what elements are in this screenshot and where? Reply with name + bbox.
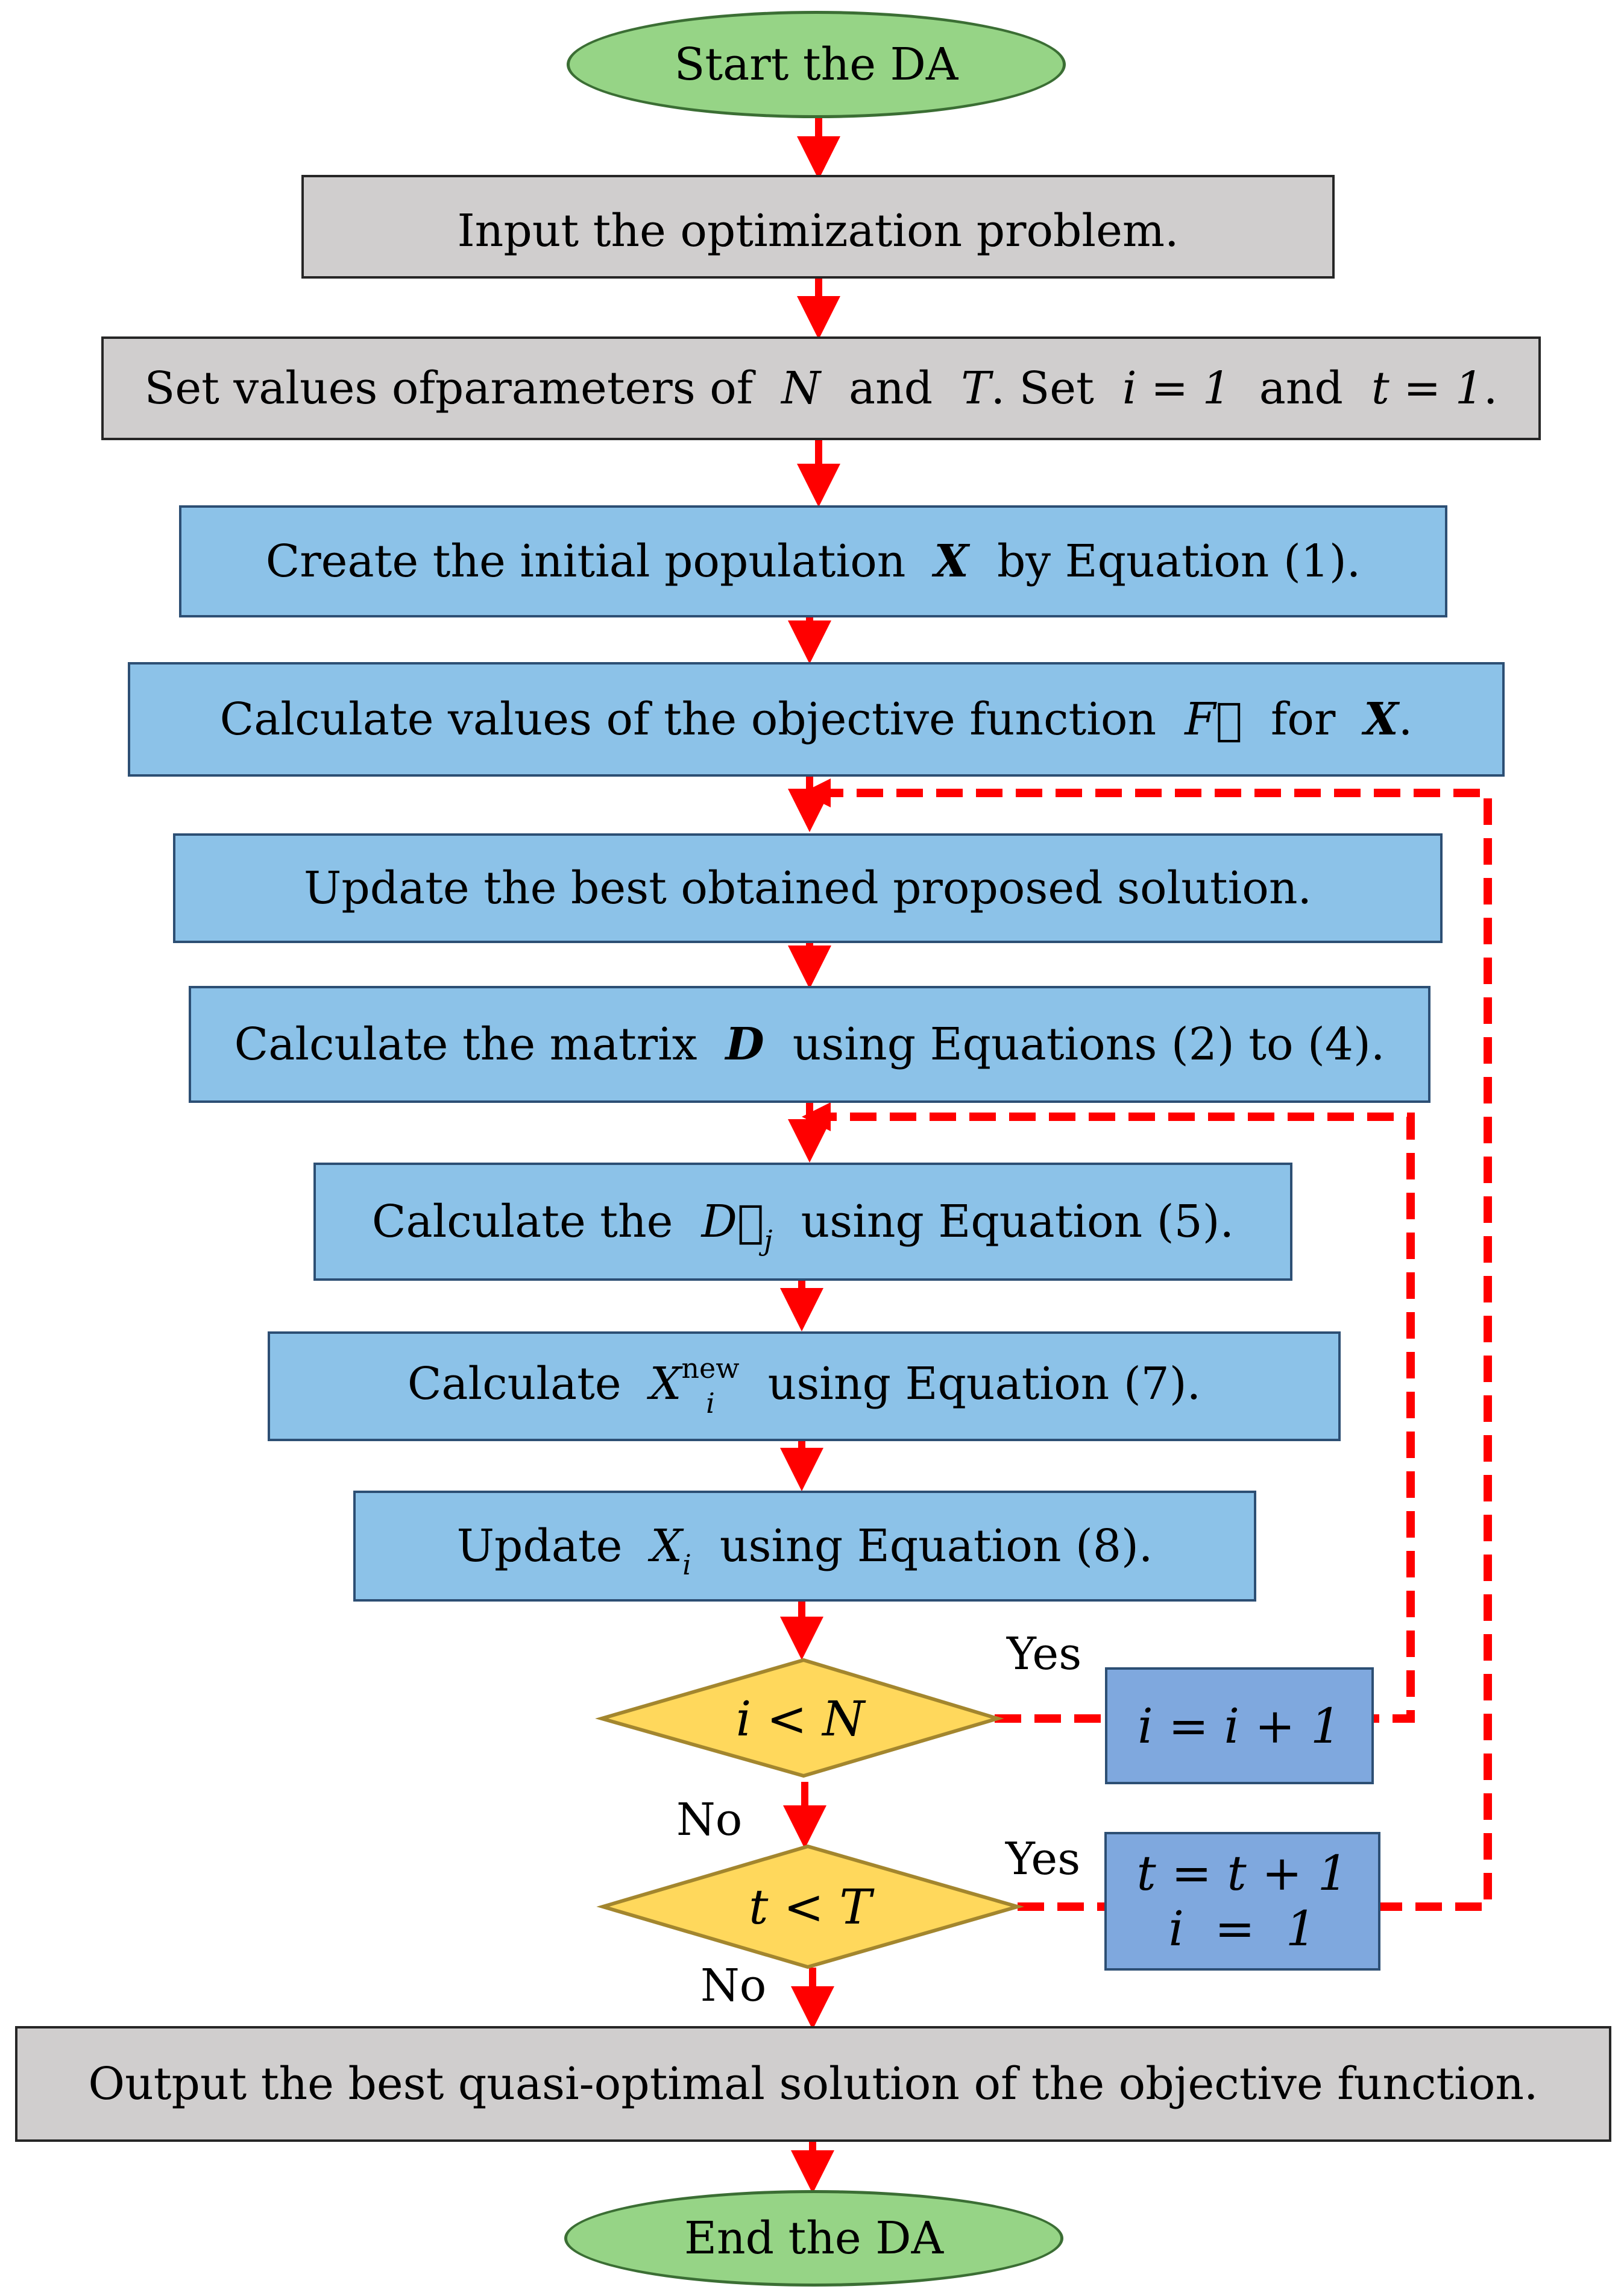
set-params-text: Set values ofparameters of N and T. Set … (144, 362, 1498, 414)
calc-matrix-step: Calculate the matrix D using Equations (… (189, 986, 1430, 1103)
loop-t-arrowhead (802, 778, 831, 807)
sub-i: i (682, 1548, 691, 1581)
update-xi-text: Update Xi using Equation (8). (456, 1520, 1153, 1581)
calc-objective-text: Calculate values of the objective functi… (219, 693, 1413, 745)
expr-i-init: i = 1 (1122, 362, 1231, 414)
var-N: N (781, 362, 820, 414)
update-best-label: Update the best obtained proposed soluti… (303, 862, 1312, 914)
end-terminal: End the DA (564, 2190, 1063, 2287)
calc-xnew-text: Calculate X new i using Equation (7). (407, 1352, 1201, 1420)
var-X: X (934, 535, 969, 587)
calc-dj-step: Calculate the D⃗j using Equation (5). (313, 1163, 1292, 1281)
output-label: Output the best quasi-optimal solution o… (88, 2058, 1538, 2110)
var-X-new: X (649, 1357, 682, 1410)
var-T: T (961, 362, 991, 414)
decision-t-shape (596, 1844, 1024, 1969)
yes-label-i: Yes (1007, 1628, 1082, 1680)
create-text: Create the initial population X by Equat… (265, 535, 1361, 587)
increment-i-step: i = i + 1 (1105, 1667, 1374, 1784)
update-xi-step: Update Xi using Equation (8). (353, 1491, 1256, 1602)
calc-matrix-text: Calculate the matrix D using Equations (… (234, 1018, 1385, 1070)
increment-i-label: i = i + 1 (1138, 1697, 1341, 1754)
input-label: Input the optimization problem. (457, 205, 1179, 257)
calc-xnew-step: Calculate X new i using Equation (7). (268, 1331, 1341, 1441)
calc-dj-text: Calculate the D⃗j using Equation (5). (371, 1196, 1235, 1257)
set-params-step: Set values ofparameters of N and T. Set … (101, 336, 1541, 440)
increment-t-step: t = t + 1 i = 1 (1104, 1832, 1380, 1971)
start-terminal: Start the DA (567, 11, 1066, 118)
increment-t-line2: i = 1 (1168, 1901, 1317, 1957)
update-best-step: Update the best obtained proposed soluti… (173, 833, 1443, 943)
start-label: Start the DA (674, 39, 958, 90)
var-X: X (1364, 693, 1399, 745)
create-population-step: Create the initial population X by Equat… (179, 505, 1447, 617)
input-step: Input the optimization problem. (301, 175, 1335, 279)
end-label: End the DA (684, 2212, 944, 2264)
output-step: Output the best quasi-optimal solution o… (15, 2026, 1611, 2142)
loop-t (826, 789, 1492, 1911)
calc-objective-step: Calculate values of the objective functi… (128, 662, 1505, 777)
var-D: D (725, 1018, 764, 1070)
yes-label-t: Yes (1006, 1833, 1081, 1885)
sup-new: new (681, 1352, 740, 1385)
var-F-vector: F⃗ (1185, 693, 1242, 745)
sub-i: i (706, 1387, 715, 1420)
no-label-t: No (700, 1960, 767, 2012)
no-label-i: No (676, 1794, 743, 1846)
decision-t-label: t < T (749, 1879, 872, 1935)
expr-t-init: t = 1 (1371, 362, 1484, 414)
var-D-vector: D⃗ (701, 1196, 764, 1248)
decision-i-label: i < N (735, 1690, 865, 1747)
increment-t-line1: t = t + 1 (1136, 1845, 1349, 1901)
sub-j: j (764, 1224, 773, 1257)
var-X-i: X (650, 1520, 683, 1572)
loop-i-arrowhead (802, 1102, 831, 1131)
decision-i-shape (595, 1658, 1004, 1778)
